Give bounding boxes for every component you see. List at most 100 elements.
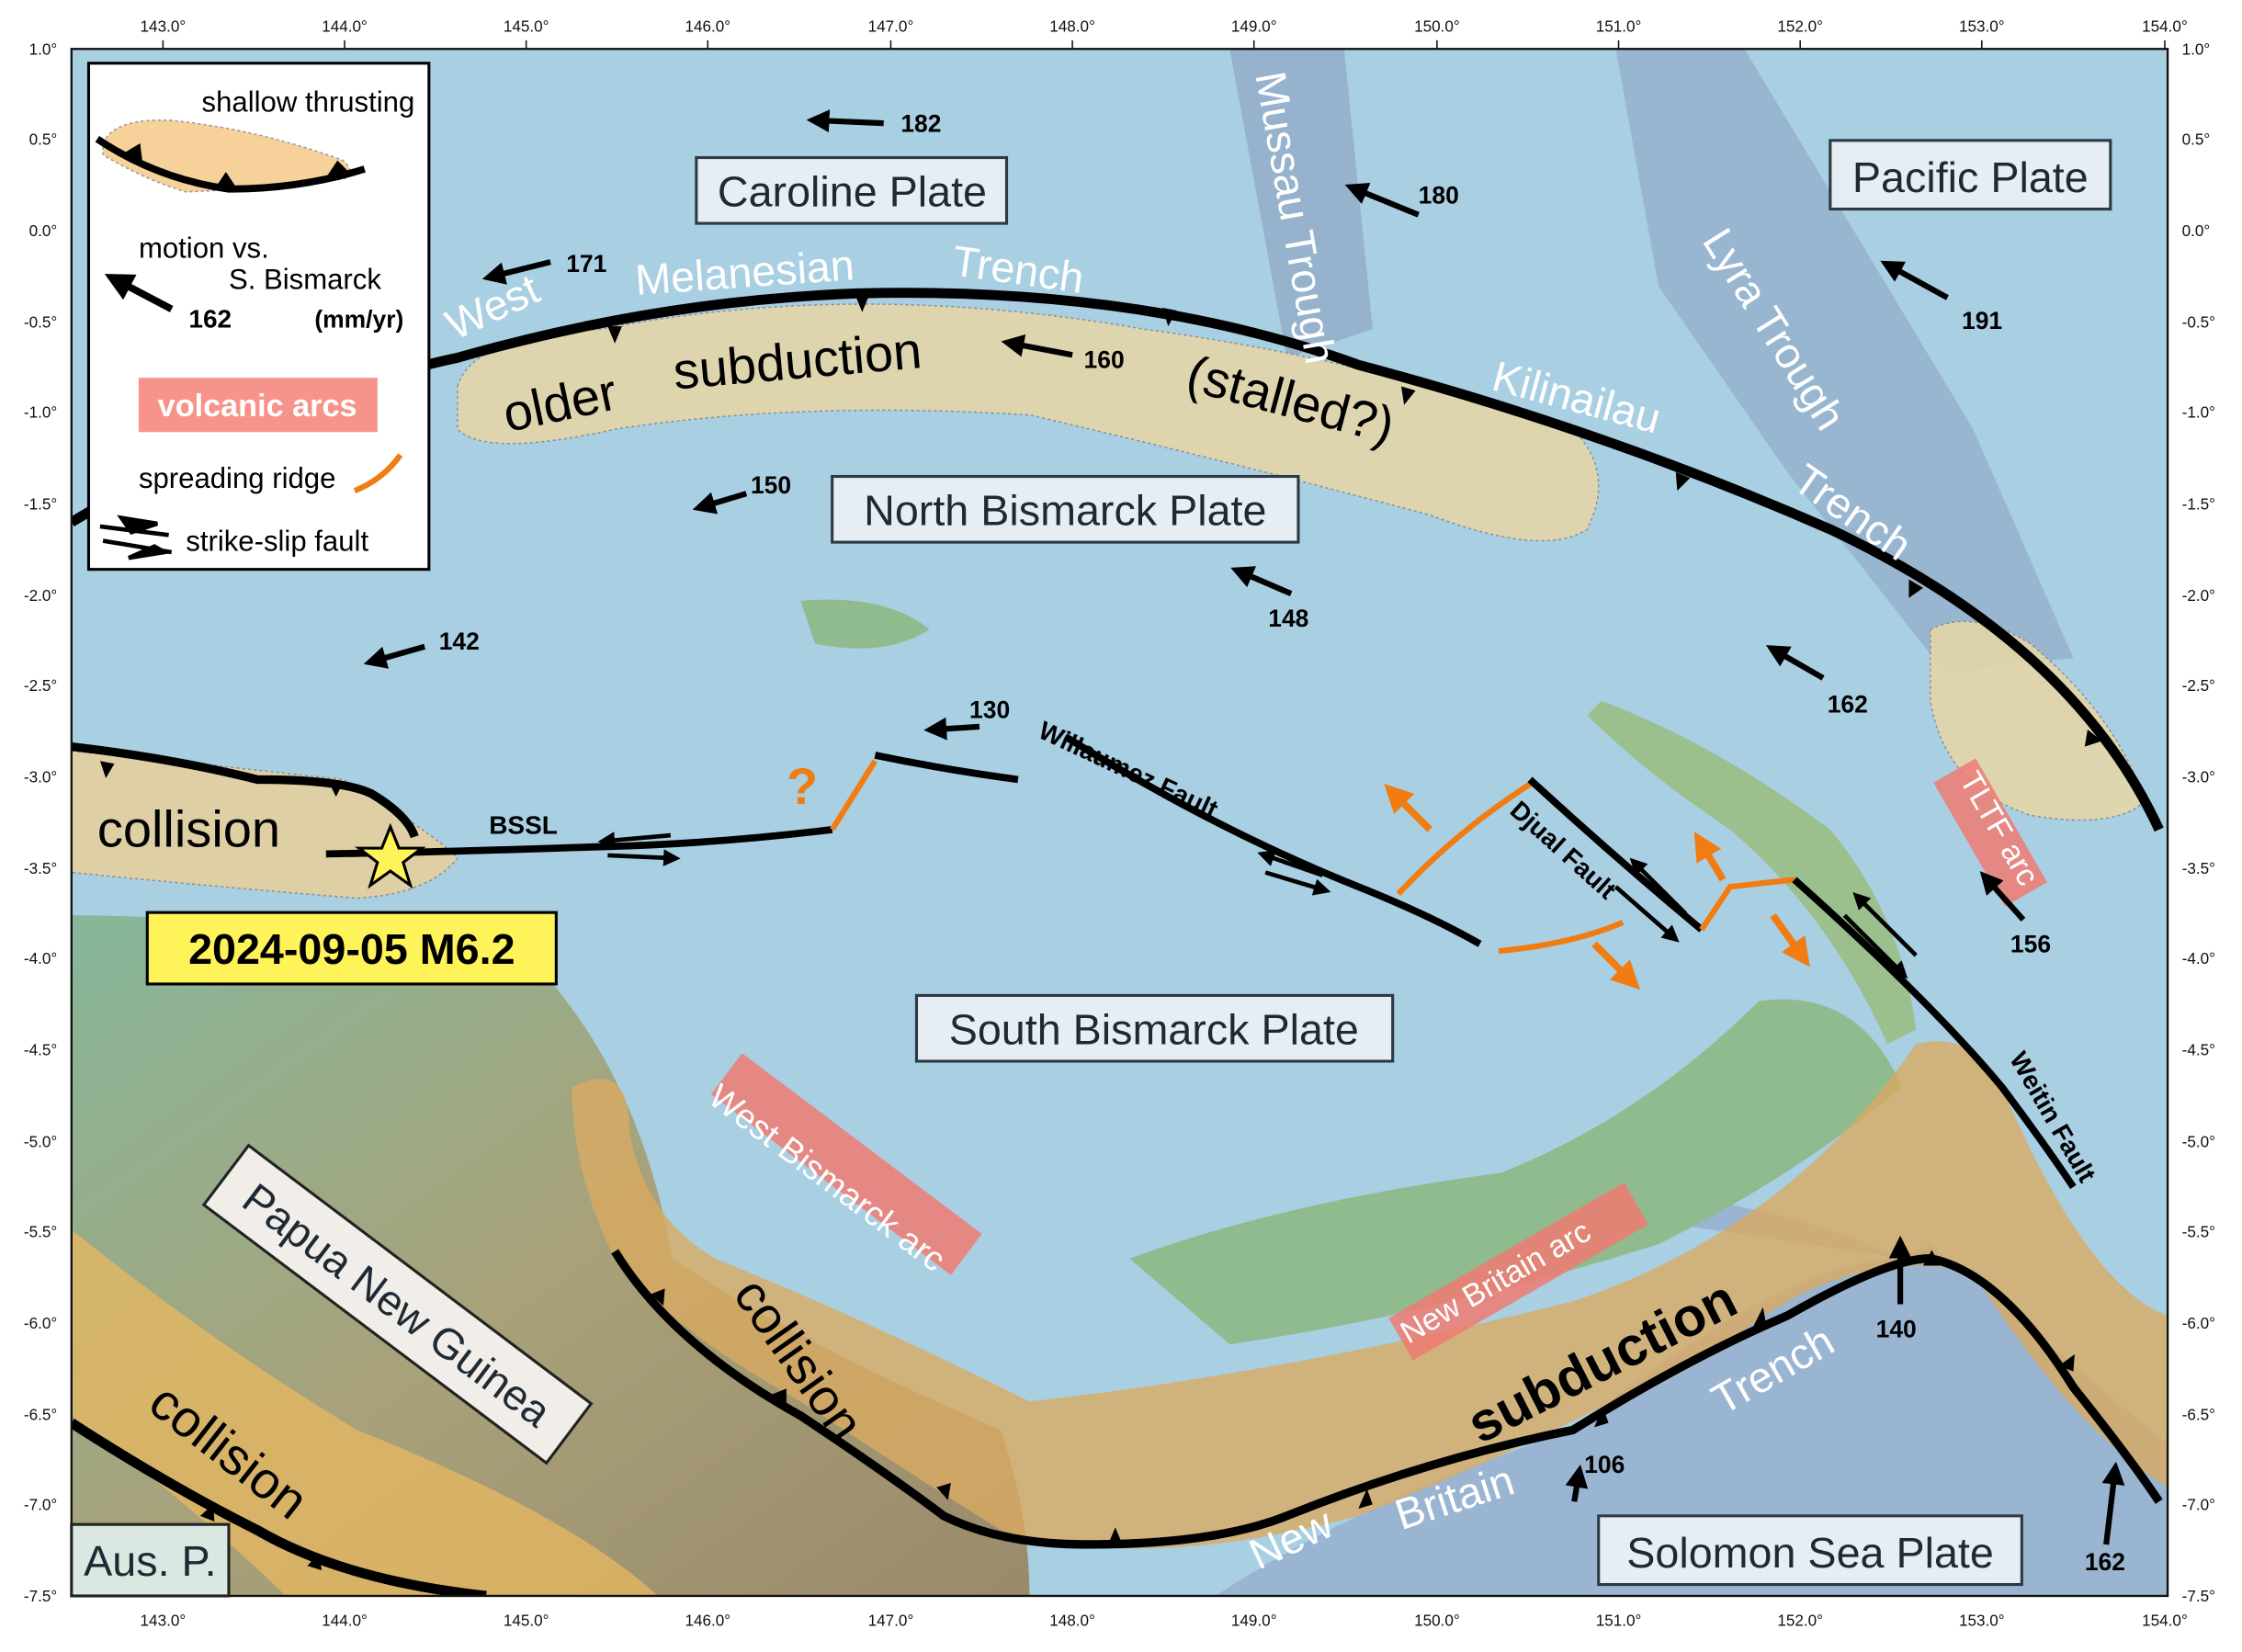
- svg-text:171: 171: [566, 250, 606, 277]
- aus-plate-label: Aus. P.: [84, 1537, 216, 1585]
- x-tick-label: 154.0°: [2142, 18, 2188, 36]
- svg-text:180: 180: [1419, 181, 1459, 209]
- manus-island: [800, 599, 930, 649]
- legend-motion-value: 162: [188, 305, 232, 334]
- svg-text:-4.5°: -4.5°: [24, 1042, 57, 1059]
- svg-text:-2.0°: -2.0°: [2182, 587, 2215, 605]
- thrust-teeth: [99, 294, 2102, 1570]
- svg-text:-2.5°: -2.5°: [2182, 677, 2215, 695]
- event-label-box: 2024-09-05 M6.2: [145, 911, 558, 986]
- legend: shallow thrusting motion vs. S. Bismarck…: [86, 62, 431, 571]
- willaumez-fault: [1063, 733, 1482, 947]
- x-tick-label: 145.0°: [504, 18, 549, 36]
- x-tick-label: 148.0°: [1049, 1612, 1095, 1630]
- thrust-zone-older-subduction: [457, 303, 1600, 542]
- svg-text:-3.5°: -3.5°: [2182, 860, 2215, 877]
- svg-text:-5.5°: -5.5°: [2182, 1223, 2215, 1240]
- x-tick-label: 143.0°: [141, 1612, 187, 1630]
- svg-text:-5.0°: -5.0°: [2182, 1133, 2215, 1150]
- svg-text:-2.0°: -2.0°: [24, 587, 57, 605]
- weitin-fault: [1792, 877, 2077, 1190]
- png-box: [201, 1143, 594, 1465]
- x-tick-label: 154.0°: [2142, 1612, 2188, 1630]
- question-mark: ?: [787, 757, 818, 815]
- x-tick-label: 149.0°: [1231, 1612, 1277, 1630]
- spreading-arrows: [1384, 783, 1810, 990]
- x-tick-label: 144.0°: [322, 1612, 368, 1630]
- x-tick-label: 145.0°: [504, 1612, 549, 1630]
- fault-segment: [874, 752, 1019, 784]
- aus-plate-box: [70, 1522, 231, 1598]
- new-britain-land: [1129, 999, 1902, 1345]
- svg-text:140: 140: [1876, 1315, 1917, 1342]
- x-tick-label: 152.0°: [1777, 18, 1823, 36]
- svg-text:-6.0°: -6.0°: [24, 1315, 57, 1332]
- djual-fault: [1527, 776, 1704, 933]
- svg-text:156: 156: [2010, 931, 2051, 958]
- svg-text:0.0°: 0.0°: [29, 222, 58, 240]
- x-tick-label: 153.0°: [1959, 1612, 2005, 1630]
- svg-text:1.0°: 1.0°: [29, 40, 58, 58]
- svg-text:-0.5°: -0.5°: [24, 314, 57, 332]
- svg-text:-4.5°: -4.5°: [2182, 1042, 2215, 1059]
- thrust-zone-tltf: [1929, 620, 2146, 821]
- plate-labels: Caroline Plate Pacific Plate North Bisma…: [70, 139, 2112, 1598]
- spreading-ridge-willaumez: [1396, 779, 1534, 897]
- new-britain-trench: [611, 1249, 2163, 1549]
- velocity-arrows: [363, 109, 2125, 1545]
- caroline-plate-box: [695, 155, 1009, 225]
- epicenter-star[interactable]: [355, 822, 426, 889]
- svg-text:-7.0°: -7.0°: [24, 1497, 57, 1514]
- sw-collision-fault: [71, 1419, 487, 1596]
- x-tick-label: 146.0°: [685, 18, 730, 36]
- svg-text:-1.0°: -1.0°: [2182, 404, 2215, 422]
- thrust-zone-bssl-collision: [71, 750, 459, 900]
- svg-text:-3.0°: -3.0°: [24, 769, 57, 786]
- south-bismarck-plate-label: South Bismarck Plate: [949, 1005, 1359, 1053]
- legend-strike-slip-icon: [99, 515, 173, 560]
- spreading-ridge-bssl: [830, 759, 878, 832]
- legend-motion-line2: S. Bismarck: [229, 264, 381, 296]
- svg-text:-5.0°: -5.0°: [24, 1133, 57, 1150]
- svg-text:-1.5°: -1.5°: [24, 495, 57, 513]
- svg-text:-3.0°: -3.0°: [2182, 769, 2215, 786]
- legend-ridge-icon: [353, 453, 403, 493]
- solomon-sea-plate-label: Solomon Sea Plate: [1626, 1529, 1994, 1577]
- solomon-sea-deep: [1215, 1184, 2168, 1596]
- mussau-trough-area: [1229, 49, 1373, 358]
- north-bismarck-plate-label: North Bismarck Plate: [864, 486, 1266, 534]
- svg-text:-7.5°: -7.5°: [24, 1588, 57, 1605]
- svg-text:-3.5°: -3.5°: [24, 860, 57, 877]
- svg-text:150: 150: [751, 471, 791, 499]
- svg-text:-1.0°: -1.0°: [24, 404, 57, 422]
- bssl-label: BSSL: [489, 811, 558, 840]
- y-axis: 1.0° 0.5° 0.0° -0.5° -1.0° -1.5° -2.0° -…: [24, 40, 2215, 1605]
- pacific-plate-label: Pacific Plate: [1852, 153, 2089, 201]
- strike-slip-symbols: [597, 832, 1918, 979]
- west-bismarck-arc-box: [710, 1053, 982, 1275]
- x-tick-label: 151.0°: [1596, 18, 1642, 36]
- svg-text:162: 162: [2085, 1548, 2125, 1576]
- svg-text:-4.0°: -4.0°: [24, 950, 57, 967]
- svg-text:-6.0°: -6.0°: [2182, 1315, 2215, 1332]
- svg-text:-1.5°: -1.5°: [2182, 495, 2215, 513]
- velocity-labels: 182 180 191 171 160 150 148 142 130 162 …: [439, 110, 2125, 1576]
- legend-arrow-icon: [104, 274, 174, 312]
- thrust-zone-new-britain: [572, 1041, 2168, 1549]
- new-ireland-land: [1587, 700, 1917, 1045]
- svg-text:106: 106: [1584, 1451, 1625, 1478]
- svg-text:1.0°: 1.0°: [2182, 40, 2211, 58]
- event-label: 2024-09-05 M6.2: [188, 925, 515, 973]
- x-tick-top: [162, 40, 2166, 50]
- svg-text:0.5°: 0.5°: [2182, 131, 2211, 149]
- svg-text:-5.5°: -5.5°: [24, 1223, 57, 1240]
- legend-strike-slip: strike-slip fault: [186, 525, 368, 557]
- x-tick-label: 152.0°: [1777, 1612, 1823, 1630]
- svg-text:-7.5°: -7.5°: [2182, 1588, 2215, 1605]
- x-tick-label: 150.0°: [1414, 18, 1460, 36]
- new-britain-arc-box: [1388, 1182, 1648, 1361]
- svg-text:130: 130: [969, 696, 1010, 724]
- legend-volcanic-arcs: volcanic arcs: [158, 389, 357, 424]
- collision-label-1: collision: [97, 800, 280, 858]
